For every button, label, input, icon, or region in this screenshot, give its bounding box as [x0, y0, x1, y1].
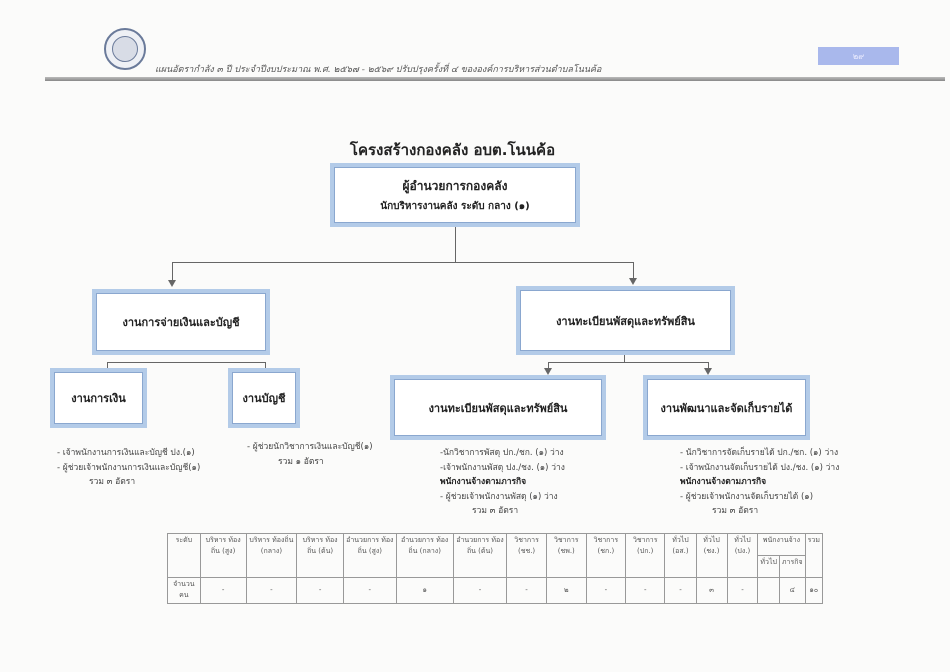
list-item: - เจ้าพนักงานจัดเก็บรายได้ ปง./ชง. (๑) ว… [680, 462, 840, 473]
list-item: - ผู้ช่วยเจ้าพนักงานพัสดุ (๑) ว่าง [440, 491, 558, 502]
column-header: ทั่วไป (ชง.) [695, 533, 728, 578]
table-header-row: ระดับบริหาร ท้องถิ่น (สูง)บริหาร ท้องถิ่… [167, 533, 824, 578]
table-cell: ๒ [545, 577, 587, 604]
connector [172, 262, 173, 282]
connector [548, 362, 549, 368]
connector [633, 262, 634, 280]
connector [265, 362, 266, 368]
column-header: วิชาการ (ชช.) [506, 533, 547, 578]
director-title: ผู้อำนวยการกองคลัง [402, 178, 508, 193]
column-subheader: ทั่วไป [757, 555, 780, 578]
column-header: บริหาร ท้องถิ่น (ต้น) [296, 533, 344, 578]
column-header-employee: พนักงานจ้าง [757, 533, 806, 556]
page-title: โครงสร้างกองคลัง อบต.โนนค้อ [349, 141, 556, 159]
box-title: งานการเงิน [71, 392, 126, 405]
staffing-table: ระดับบริหาร ท้องถิ่น (สูง)บริหาร ท้องถิ่… [167, 533, 824, 604]
table-cell: ๔ [778, 577, 806, 604]
list-item: - เจ้าพนักงานการเงินและบัญชี ปง.(๑) [57, 448, 195, 458]
asset-staff-list: -นักวิชาการพัสดุ ปก./ชก. (๑) ว่าง -เจ้าพ… [440, 446, 565, 519]
box-title: งานทะเบียนพัสดุและทรัพย์สิน [556, 314, 695, 328]
arrow-down-icon [629, 278, 637, 285]
column-header: อำนวยการ ท้องถิ่น (กลาง) [395, 533, 454, 578]
director-box: ผู้อำนวยการกองคลัง นักบริหารงานคลัง ระดั… [330, 163, 580, 227]
arrow-down-icon [704, 368, 712, 375]
list-item: - ผู้ช่วยเจ้าพนักงานการเงินและบัญชี(๑) [57, 462, 201, 473]
column-header: ระดับ [167, 533, 201, 578]
total-text: รวม ๓ อัตรา [89, 477, 136, 487]
column-header: วิชาการ (ปก.) [625, 533, 666, 578]
column-header: บริหาร ท้องถิ่น (กลาง) [245, 533, 298, 578]
list-item: - ผู้ช่วยนักวิชาการเงินและบัญชี(๑) [247, 442, 373, 452]
table-cell: - [625, 577, 666, 604]
box-title: งานทะเบียนพัสดุและทรัพย์สิน [428, 401, 568, 415]
connector [107, 362, 108, 368]
column-header: วิชาการ (ชก.) [585, 533, 627, 578]
revenue-staff-list: - นักวิชาการจัดเก็บรายได้ ปก./ชก. (๑) ว่… [680, 446, 839, 519]
column-header: วิชาการ (ชพ.) [545, 533, 587, 578]
total-text: รวม ๓ อัตรา [472, 506, 519, 516]
table-cell: - [245, 577, 298, 604]
table-cell: ๑๐ [804, 577, 824, 604]
column-header: อำนวยการ ท้องถิ่น (สูง) [342, 533, 397, 578]
header-text: แผนอัตรากำลัง ๓ ปี ประจำปีงบประมาณ พ.ศ. … [155, 65, 602, 75]
box-title: งานบัญชี [242, 392, 286, 405]
table-cell: - [506, 577, 547, 604]
finance-box: งานการเงิน [50, 368, 147, 428]
director-subtitle: นักบริหารงานคลัง ระดับ กลาง (๑) [380, 200, 530, 212]
row-label: จำนวน คน [167, 577, 201, 604]
list-item: - นักวิชาการจัดเก็บรายได้ ปก./ชก. (๑) ว่… [680, 448, 839, 458]
table-cell: - [664, 577, 697, 604]
accounting-staff-list: - ผู้ช่วยนักวิชาการเงินและบัญชี(๑) รวม ๑… [247, 440, 373, 469]
connector [172, 262, 634, 263]
connector [624, 355, 625, 362]
total-text: รวม ๑ อัตรา [278, 456, 324, 467]
table-subheader-row: ทั่วไปภารกิจ [168, 555, 823, 578]
table-cell: ๓ [695, 577, 728, 604]
table-cell: - [199, 577, 247, 604]
column-subheader: ภารกิจ [778, 555, 806, 578]
asset-sub-box: งานทะเบียนพัสดุและทรัพย์สิน [390, 375, 606, 440]
table-cell: - [726, 577, 759, 604]
total-text: รวม ๓ อัตรา [712, 506, 759, 516]
table-cell [757, 577, 780, 604]
connector [708, 362, 709, 368]
column-header-total: รวม [804, 533, 824, 578]
box-title: งานการจ่ายเงินและบัญชี [122, 316, 240, 329]
accounting-box: งานบัญชี [228, 368, 300, 428]
column-header: ทั่วไป (ปง.) [726, 533, 759, 578]
table-cell: - [452, 577, 508, 604]
column-header: ทั่วไป (อส.) [664, 533, 697, 578]
page-number: ๒๙ [818, 47, 899, 65]
connector [455, 227, 456, 263]
connector [107, 362, 265, 363]
list-item: - ผู้ช่วยเจ้าพนักงานจัดเก็บรายได้ (๑) [680, 491, 814, 502]
section-heading: พนักงานจ้างตามภารกิจ [680, 477, 767, 487]
finance-staff-list: - เจ้าพนักงานการเงินและบัญชี ปง.(๑) - ผู… [57, 446, 200, 490]
header-rule [45, 77, 945, 81]
table-row: จำนวน คน----๑--๒---๓-๔๑๐ [167, 577, 824, 604]
arrow-down-icon [544, 368, 552, 375]
box-title: งานพัฒนาและจัดเก็บรายได้ [660, 401, 793, 415]
column-header: บริหาร ท้องถิ่น (สูง) [199, 533, 247, 578]
connector [548, 362, 708, 363]
asset-registry-box: งานทะเบียนพัสดุและทรัพย์สิน [516, 286, 735, 355]
table-cell: - [342, 577, 397, 604]
list-item: -นักวิชาการพัสดุ ปก./ชก. (๑) ว่าง [440, 448, 564, 458]
revenue-box: งานพัฒนาและจัดเก็บรายได้ [643, 375, 810, 440]
column-header: อำนวยการ ท้องถิ่น (ต้น) [452, 533, 508, 578]
payment-accounting-box: งานการจ่ายเงินและบัญชี [92, 289, 270, 355]
table-cell: ๑ [395, 577, 454, 604]
section-heading: พนักงานจ้างตามภารกิจ [440, 477, 527, 487]
list-item: -เจ้าพนักงานพัสดุ ปง./ชง. (๑) ว่าง [440, 462, 565, 473]
table-cell: - [296, 577, 344, 604]
arrow-down-icon [168, 280, 176, 287]
organization-logo [104, 28, 146, 70]
table-cell: - [585, 577, 627, 604]
